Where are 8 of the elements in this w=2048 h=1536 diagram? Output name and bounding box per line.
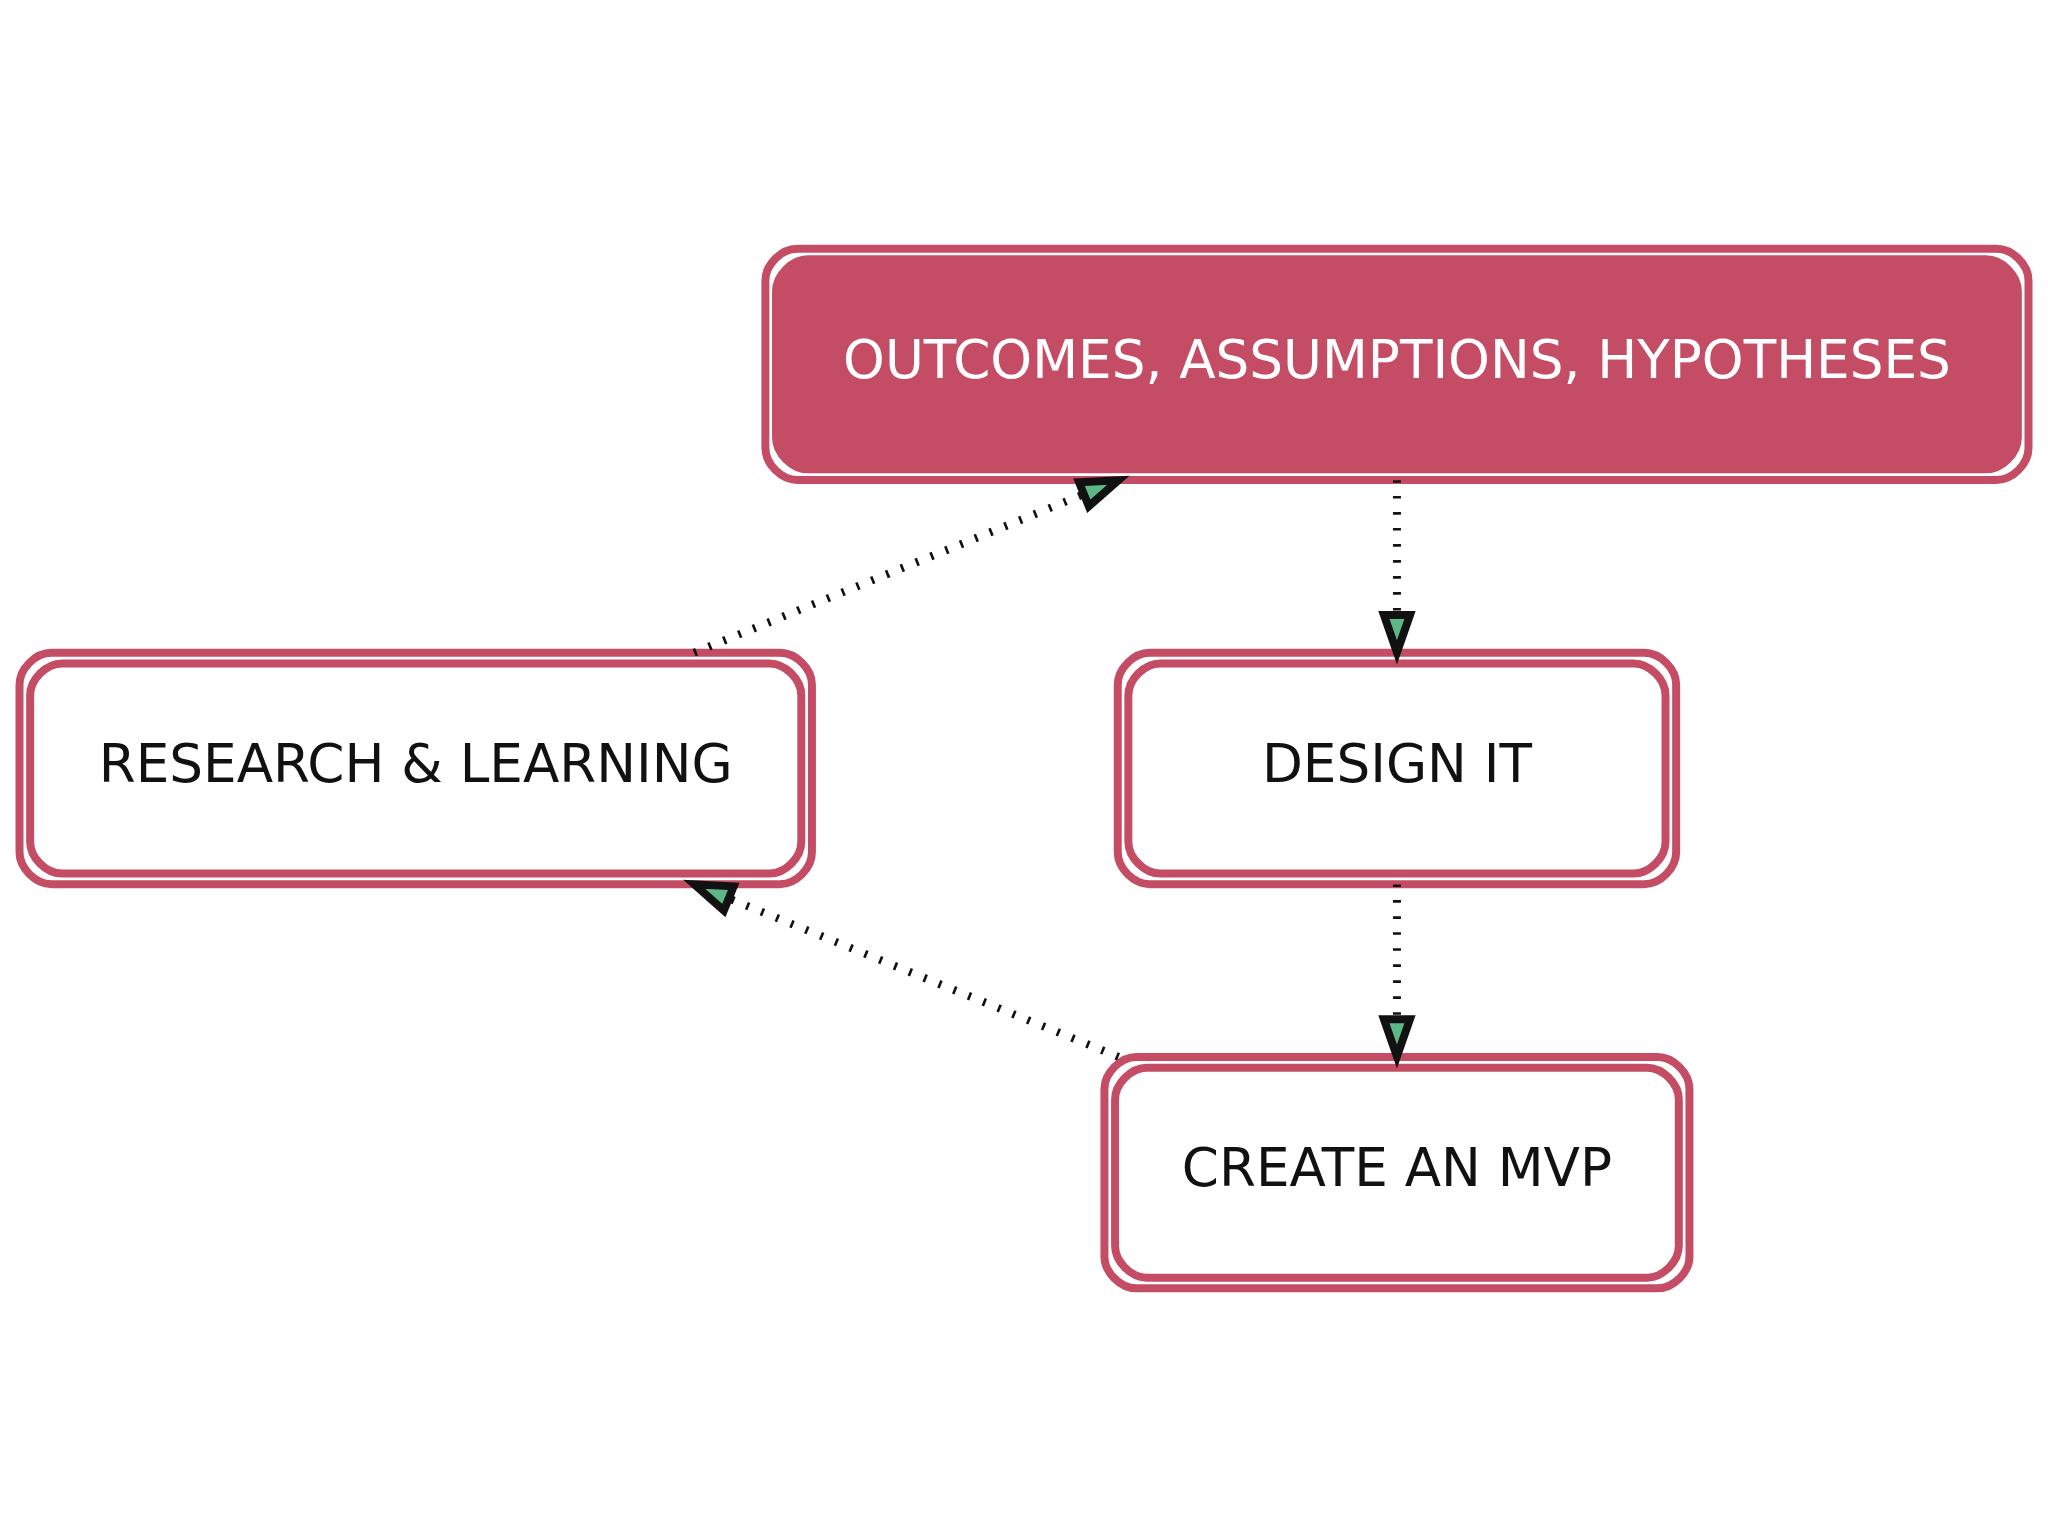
arrow [683, 879, 1121, 1061]
arrow [692, 475, 1130, 656]
arrow [1378, 883, 1416, 1069]
arrow [1378, 479, 1416, 664]
node-box: CREATE AN MVP [1100, 1052, 1694, 1292]
node-box: OUTCOMES, ASSUMPTIONS, HYPOTHESES [761, 244, 2033, 484]
node-box: RESEARCH & LEARNING [15, 648, 816, 888]
node-box: DESIGN IT [1113, 648, 1681, 888]
